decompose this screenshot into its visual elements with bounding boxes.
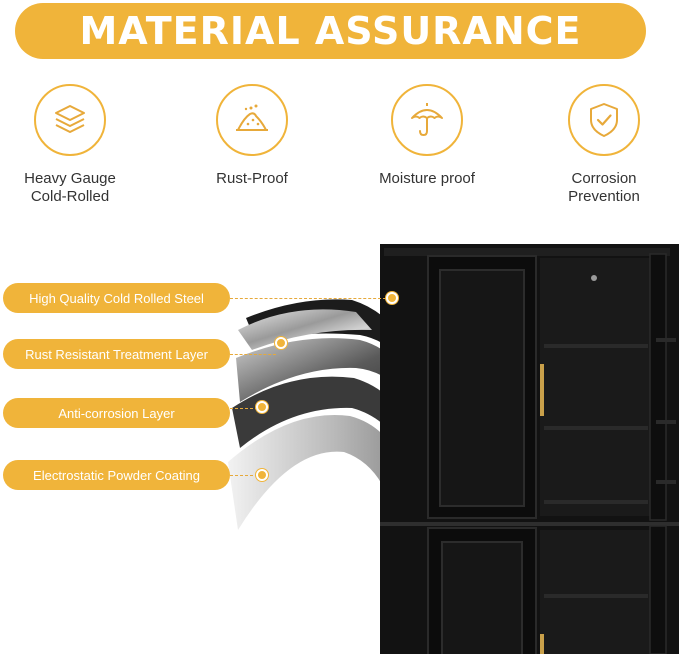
leader-dot: [386, 292, 398, 304]
layer-label-text: Electrostatic Powder Coating: [33, 467, 200, 483]
leader-line: [230, 475, 258, 476]
leader-line: [230, 298, 386, 299]
feature-heavy-gauge: Heavy Gauge Cold-Rolled: [0, 84, 140, 206]
layer-label-text: Anti-corrosion Layer: [58, 405, 175, 421]
layer-label-anti-corrosion: Anti-corrosion Layer: [3, 398, 230, 428]
layers-icon: [34, 84, 106, 156]
feature-label: Rust-Proof: [216, 170, 288, 187]
leader-line: [230, 354, 276, 355]
layer-label-rust-resistant: Rust Resistant Treatment Layer: [3, 339, 230, 369]
banner-title: MATERIAL ASSURANCE: [79, 9, 582, 53]
layer-label-powder-coating: Electrostatic Powder Coating: [3, 460, 230, 490]
umbrella-icon: [391, 84, 463, 156]
feature-label: Corrosion Prevention: [568, 170, 640, 205]
leader-line: [230, 408, 258, 409]
feature-label: Moisture proof: [379, 170, 475, 187]
layer-label-cold-rolled-steel: High Quality Cold Rolled Steel: [3, 283, 230, 313]
feature-corrosion-prevention: Corrosion Prevention: [534, 84, 674, 206]
rust-pile-icon: [216, 84, 288, 156]
title-banner: MATERIAL ASSURANCE: [15, 3, 646, 59]
feature-label: Heavy Gauge Cold-Rolled: [24, 170, 116, 205]
shield-check-icon: [568, 84, 640, 156]
leader-dot: [256, 401, 268, 413]
feature-moisture-proof: Moisture proof: [357, 84, 497, 188]
layer-label-text: High Quality Cold Rolled Steel: [29, 290, 204, 306]
layer-label-text: Rust Resistant Treatment Layer: [25, 346, 208, 362]
leader-dot: [275, 337, 287, 349]
cabinet-image: [380, 244, 679, 654]
leader-dot: [256, 469, 268, 481]
feature-rust-proof: Rust-Proof: [182, 84, 322, 188]
